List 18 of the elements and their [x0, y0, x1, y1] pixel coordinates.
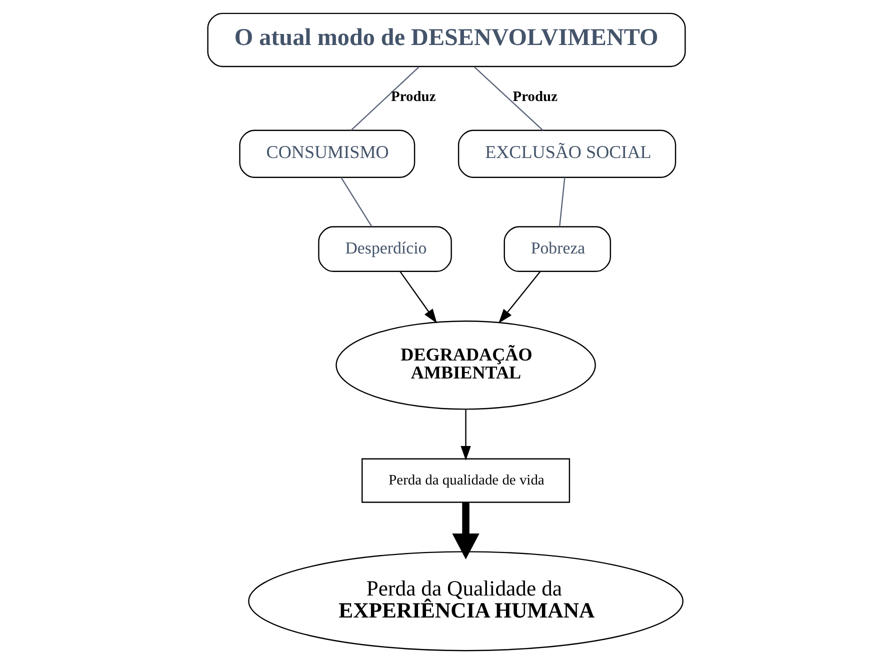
- node-box: Perda da qualidade de vida: [361, 458, 570, 503]
- node-ellipse: DEGRADAÇÃO AMBIENTAL: [335, 320, 596, 410]
- arrow: [498, 271, 540, 324]
- node-box: Pobreza: [503, 226, 611, 272]
- edge-label: Produz: [512, 88, 558, 105]
- connector: [340, 177, 372, 227]
- node-box: O atual modo de DESENVOLVIMENTO: [206, 12, 686, 68]
- node-box: Desperdício: [318, 226, 452, 272]
- node-box: EXCLUSÃO SOCIAL: [457, 130, 676, 178]
- node-ellipse: Perda da Qualidade da EXPERIÊNCIA HUMANA: [248, 551, 684, 652]
- connector: [474, 66, 543, 131]
- node-box: CONSUMISMO: [238, 130, 415, 178]
- edge-label: Produz: [390, 88, 436, 105]
- arrow: [399, 271, 436, 324]
- arrow: [460, 410, 470, 460]
- connector: [350, 66, 419, 131]
- connector: [558, 177, 565, 227]
- arrow: [452, 502, 479, 560]
